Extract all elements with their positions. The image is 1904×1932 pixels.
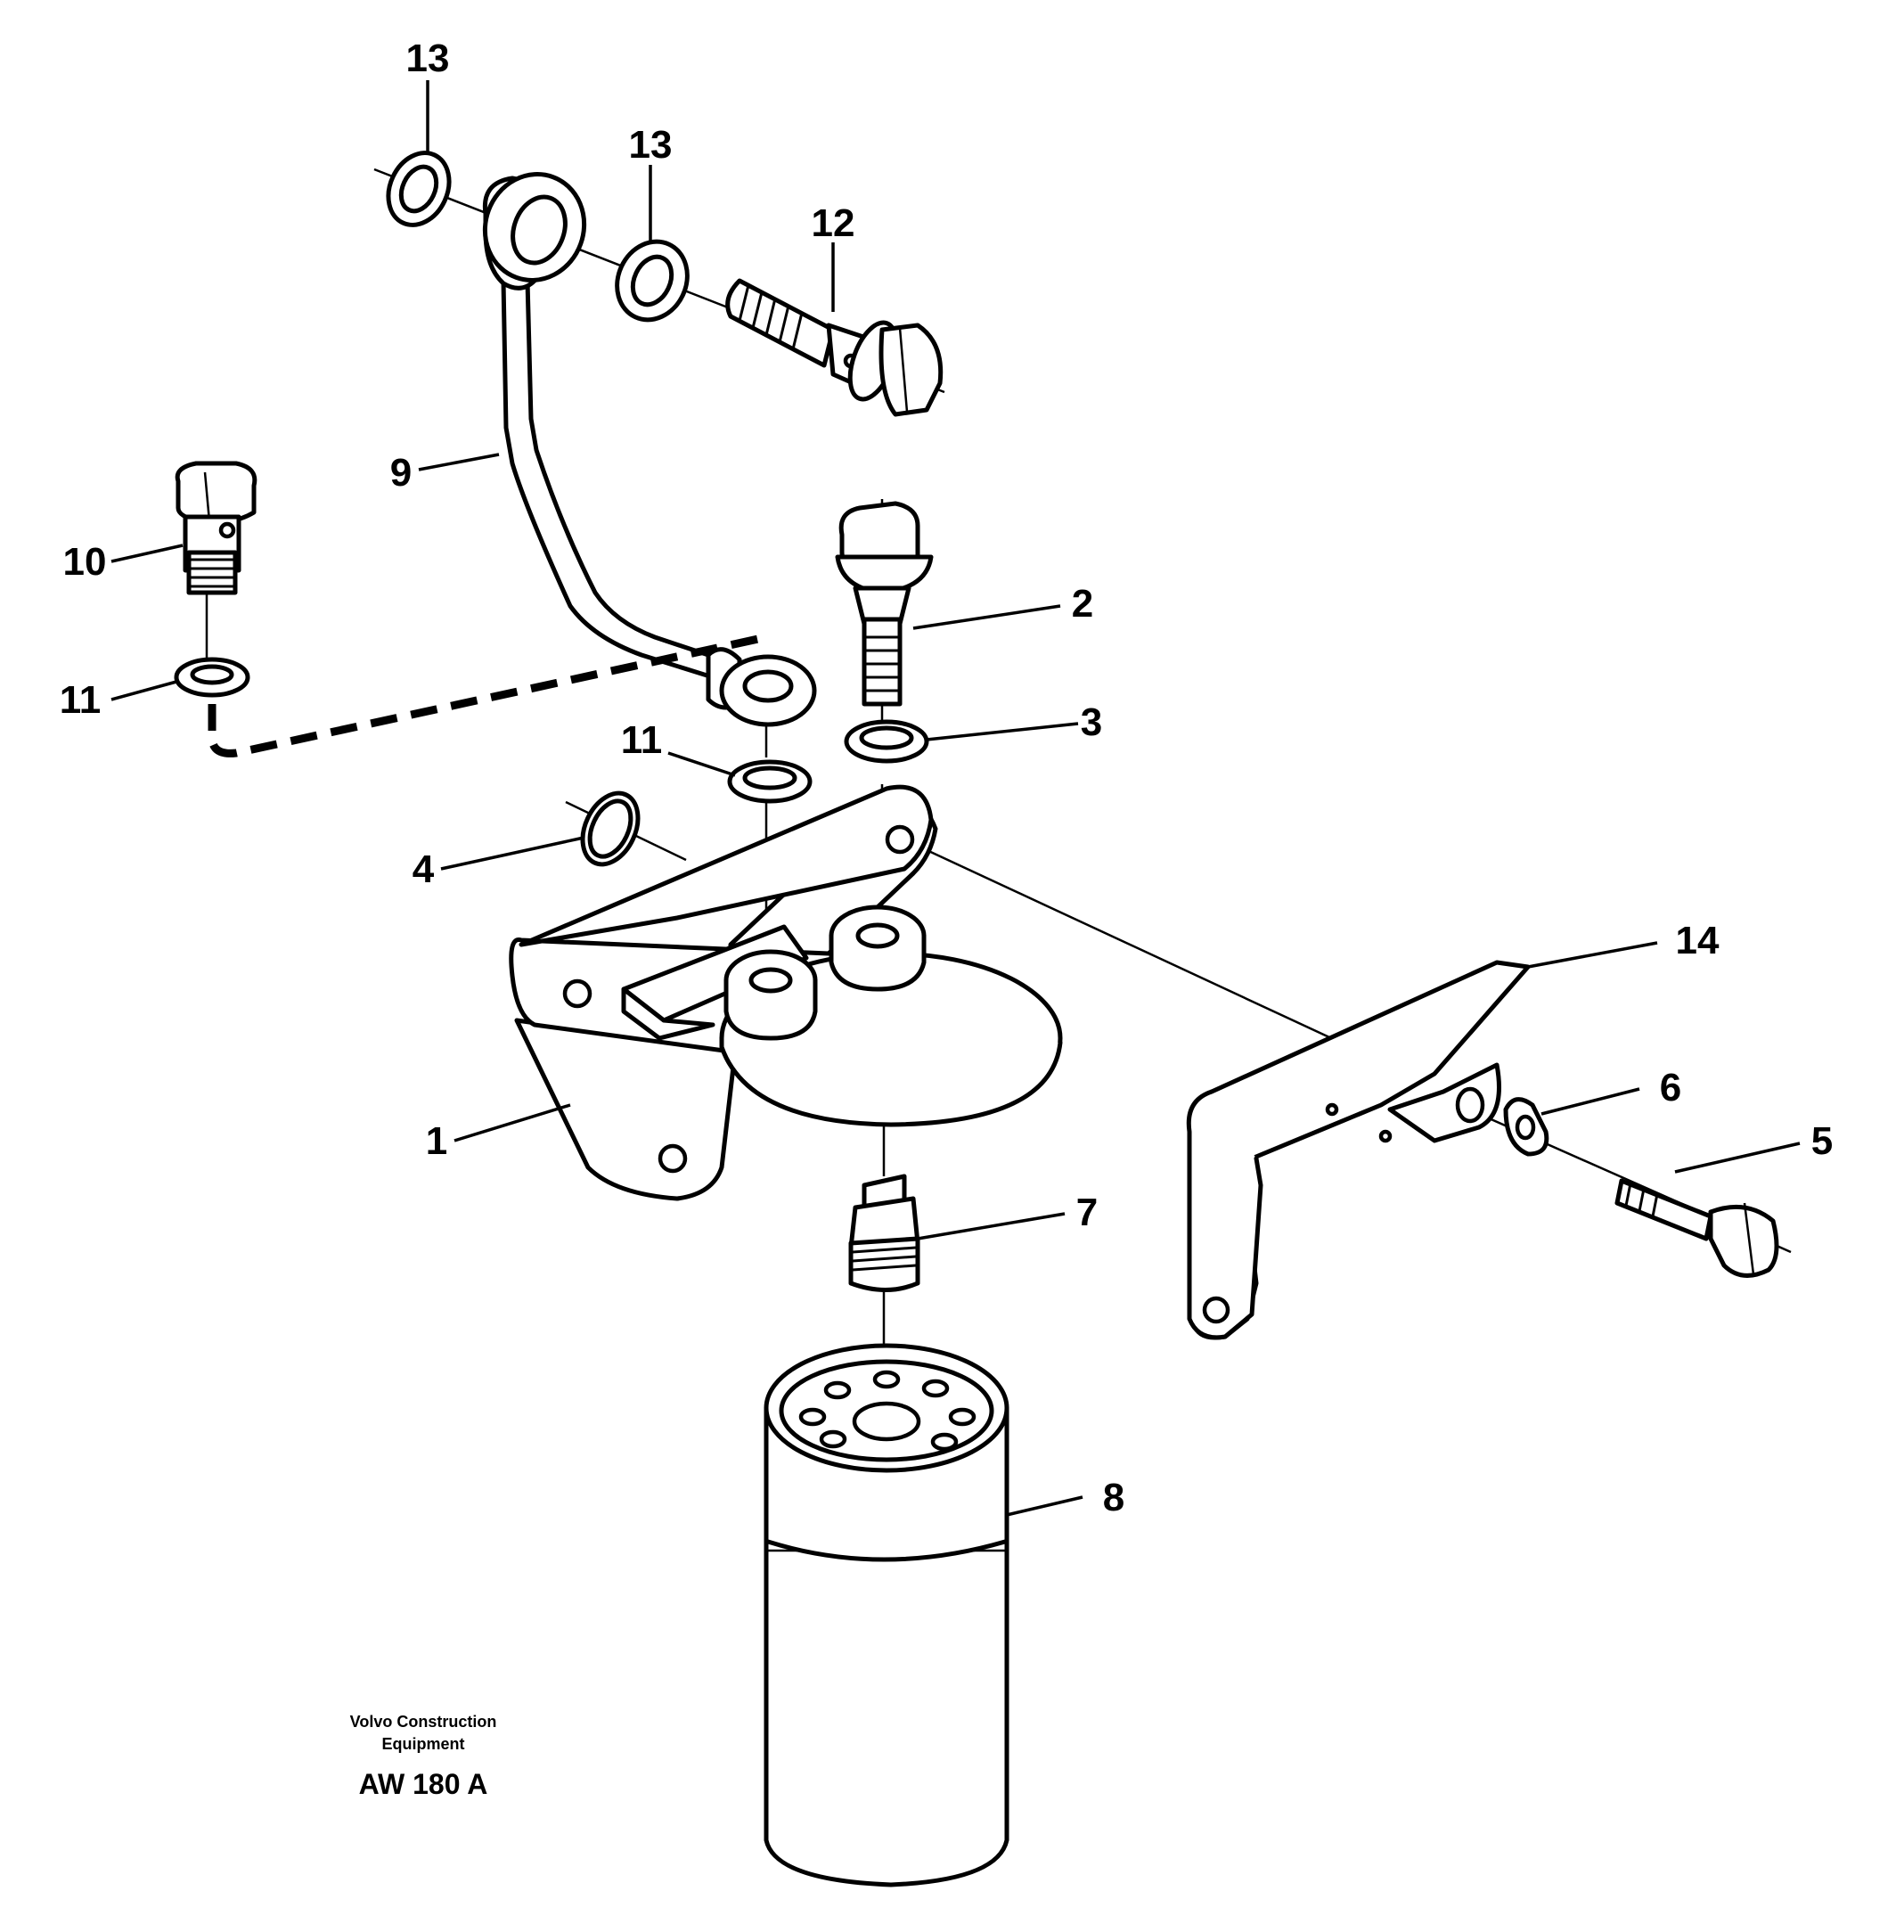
callout-6: 6: [1660, 1066, 1681, 1109]
bolt-5: [1614, 1178, 1779, 1278]
bracket-14: [1186, 960, 1531, 1340]
callout-1: 1: [426, 1119, 447, 1163]
callout-10: 10: [63, 540, 107, 584]
filter-housing-1: [509, 784, 1063, 1201]
callout-13-left: 13: [406, 37, 450, 80]
assembly-axis-lines: [205, 168, 1792, 1390]
callout-4: 4: [413, 847, 435, 891]
washer-11-center: [727, 759, 813, 804]
callout-2: 2: [1072, 582, 1093, 626]
lock-washer-6: [1503, 1097, 1549, 1157]
plug-10: [175, 461, 257, 595]
washer-11-left: [174, 657, 250, 698]
callout-13-right: 13: [629, 123, 673, 167]
oil-filter-8: [764, 1343, 1009, 1887]
caption-drawing-code: AW 180 A: [359, 1768, 488, 1800]
callout-5: 5: [1811, 1119, 1833, 1163]
callout-leaders: [110, 80, 1801, 1517]
callout-8: 8: [1103, 1476, 1124, 1519]
callout-14: 14: [1676, 919, 1720, 962]
nipple-7: [848, 1174, 920, 1292]
callout-12: 12: [812, 201, 855, 245]
callout-7: 7: [1076, 1191, 1098, 1234]
callout-9: 9: [390, 451, 412, 495]
washer-3: [844, 719, 929, 764]
caption-company-line2: Equipment: [382, 1735, 465, 1753]
bolt-2: [835, 501, 934, 707]
oil-pipe-9: [482, 172, 817, 727]
callout-11-center: 11: [621, 718, 663, 762]
banjo-bolt-12: [725, 278, 944, 417]
washer-13-left: [386, 151, 452, 227]
caption-company-line1: Volvo Construction: [350, 1713, 497, 1731]
washer-13-right: [615, 239, 690, 323]
callout-11-left: 11: [60, 678, 102, 722]
callout-3: 3: [1081, 700, 1102, 744]
o-ring-4: [580, 790, 641, 867]
alternate-pipe-route: [208, 632, 771, 757]
